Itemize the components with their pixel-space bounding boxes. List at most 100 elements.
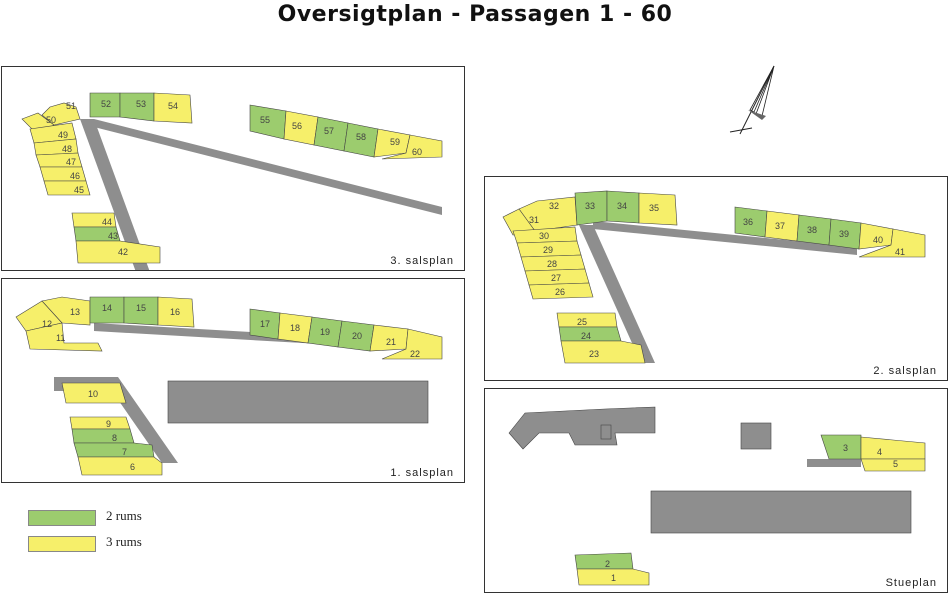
unit-label: 59 [390, 137, 400, 147]
unit-label: 18 [290, 323, 300, 333]
unit-label: 9 [106, 419, 111, 429]
unit-label: 49 [58, 130, 68, 140]
unit-label: 25 [577, 317, 587, 327]
unit-label: 20 [352, 331, 362, 341]
unit-label: 41 [895, 247, 905, 257]
unit-label: 33 [585, 201, 595, 211]
unit-label: 14 [102, 303, 112, 313]
corridor [579, 225, 655, 363]
unit-4 [860, 436, 926, 460]
unit-label: 7 [122, 447, 127, 457]
unit-label: 2 [605, 559, 610, 569]
unit-label: 36 [743, 217, 753, 227]
units-layer [15, 296, 443, 476]
panel-2-salsplan: 32 31 30 29 28 27 26 25 24 23 33 34 35 3… [484, 176, 948, 381]
building-block [650, 490, 912, 534]
unit-label: 47 [66, 157, 76, 167]
legend-label: 3 rums [106, 534, 142, 549]
unit-label: 10 [88, 389, 98, 399]
unit-label: 45 [74, 185, 84, 195]
units-layer [21, 92, 443, 264]
floor-caption: 1. salsplan [390, 467, 454, 479]
unit-35 [638, 192, 678, 226]
unit-label: 4 [877, 447, 882, 457]
unit-41 [858, 228, 926, 258]
unit-label: 42 [118, 247, 128, 257]
unit-10 [61, 382, 127, 404]
unit-label: 1 [611, 573, 616, 583]
unit-label: 16 [170, 307, 180, 317]
floor-caption: Stueplan [885, 577, 937, 589]
unit-22 [381, 328, 443, 360]
floor-3-plan: 51 50 49 48 47 46 45 44 43 42 52 53 54 5… [21, 92, 443, 270]
panel-1-salsplan: 13 12 11 14 15 16 17 18 19 20 21 22 10 9… [1, 278, 465, 483]
compass-cross [729, 127, 753, 133]
unit-label: 32 [549, 201, 559, 211]
unit-label: 12 [42, 319, 52, 329]
unit-label: 17 [260, 319, 270, 329]
unit-label: 53 [136, 99, 146, 109]
unit-6 [77, 456, 163, 476]
unit-1 [576, 568, 650, 586]
unit-label: 6 [130, 462, 135, 472]
unit-label: 19 [320, 327, 330, 337]
floor-caption: 2. salsplan [873, 365, 937, 377]
unit-9 [69, 416, 131, 430]
unit-label: 27 [551, 273, 561, 283]
unit-16 [157, 296, 195, 328]
unit-label: 46 [70, 171, 80, 181]
floor-caption: 3. salsplan [390, 255, 454, 267]
page-title: Oversigtplan - Passagen 1 - 60 [277, 2, 673, 27]
unit-3 [820, 434, 862, 460]
floor-2-plan: 32 31 30 29 28 27 26 25 24 23 33 34 35 3… [502, 190, 926, 364]
corridor [94, 119, 442, 215]
unit-label: 15 [136, 303, 146, 313]
unit-label: 30 [539, 231, 549, 241]
unit-26 [528, 282, 594, 300]
compass-needle [739, 65, 775, 135]
unit-11 [25, 322, 103, 352]
floor-1-plan: 13 12 11 14 15 16 17 18 19 20 21 22 10 9… [15, 296, 443, 476]
unit-label: 29 [543, 245, 553, 255]
building-block [508, 406, 656, 450]
building-block [167, 380, 429, 424]
compass-fin [748, 110, 766, 120]
unit-label: 57 [324, 126, 334, 136]
unit-label: 50 [46, 115, 56, 125]
unit-label: 23 [589, 349, 599, 359]
unit-label: 11 [56, 333, 65, 343]
legend-item: 3 rums [28, 534, 228, 554]
building-block [600, 424, 612, 440]
corridor [593, 221, 857, 255]
unit-label: 31 [529, 215, 539, 225]
unit-label: 38 [807, 225, 817, 235]
unit-label: 35 [649, 203, 659, 213]
legend-swatch-green [28, 510, 96, 526]
unit-label: 26 [555, 287, 565, 297]
unit-label: 55 [260, 115, 270, 125]
unit-5 [860, 458, 926, 472]
unit-label: 34 [617, 201, 627, 211]
panel-3-salsplan: 51 50 49 48 47 46 45 44 43 42 52 53 54 5… [1, 66, 465, 271]
north-arrow-icon [729, 65, 775, 135]
legend-swatch-yellow [28, 536, 96, 552]
legend-item: 2 rums [28, 508, 228, 528]
unit-label: 28 [547, 259, 557, 269]
unit-label: 3 [843, 443, 848, 453]
unit-60 [381, 134, 443, 160]
unit-42 [75, 240, 161, 264]
unit-label: 54 [168, 101, 178, 111]
unit-label: 39 [839, 229, 849, 239]
unit-54 [153, 92, 193, 124]
unit-label: 24 [581, 331, 591, 341]
unit-45 [43, 180, 91, 196]
unit-23 [560, 340, 646, 364]
unit-label: 60 [412, 147, 422, 157]
unit-7 [73, 442, 155, 458]
unit-label: 44 [102, 217, 112, 227]
unit-label: 48 [62, 144, 72, 154]
corridor [807, 459, 861, 467]
panel-stueplan: 3 4 5 2 1 Stueplan [484, 388, 948, 593]
unit-label: 40 [873, 235, 883, 245]
unit-8 [71, 428, 135, 444]
